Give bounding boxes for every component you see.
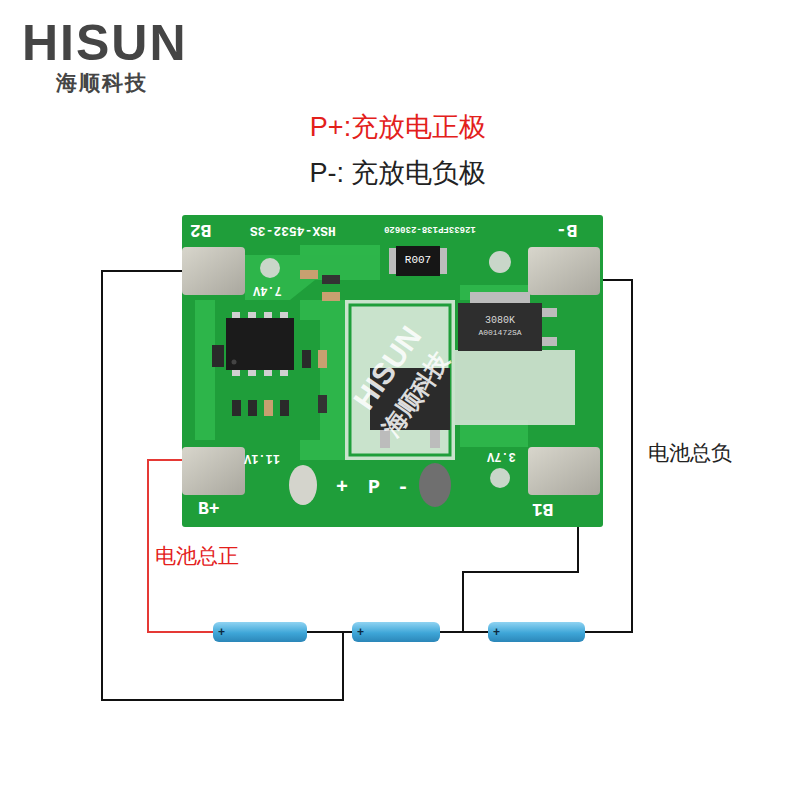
solder-pad <box>528 447 600 495</box>
copper-pour <box>345 300 455 460</box>
smd-part <box>318 395 327 413</box>
polarity-mark: + <box>218 626 225 638</box>
wire <box>585 280 632 632</box>
p-pad <box>419 463 451 507</box>
smd-part <box>232 400 241 416</box>
smd-part <box>212 270 340 416</box>
title-line: P-: 充放电负极 <box>309 160 486 187</box>
hole <box>260 258 280 278</box>
copper-trace <box>300 300 345 460</box>
solder-pad <box>182 447 245 495</box>
silkscreen-label: B+ <box>198 500 220 518</box>
shunt-resistor: R007 <box>396 246 440 276</box>
resistor-cap <box>439 248 447 274</box>
wire <box>440 631 488 633</box>
title-line: P+:充放电正极 <box>310 114 486 141</box>
mosfet <box>430 430 440 448</box>
smd-part <box>302 350 311 368</box>
smd-part <box>322 292 340 301</box>
mosfet-tab <box>541 337 557 346</box>
silkscreen-label: B- <box>556 221 578 239</box>
part-marking: R007 <box>405 255 431 266</box>
brand-name: 海顺科技 <box>56 72 148 93</box>
silkscreen-label: P <box>368 478 380 498</box>
silkscreen-label: 11.1V <box>244 452 280 464</box>
silkscreen-label: B2 <box>190 221 212 239</box>
solder-pad <box>528 247 600 295</box>
battery-cell: + <box>213 622 307 642</box>
silkscreen-label: 12633FP138-230620 <box>384 224 476 233</box>
silkscreen-label: HSX-4532-3S <box>250 224 336 237</box>
part-marking: 3080K <box>485 316 515 326</box>
silkscreen-label: - <box>397 478 409 498</box>
solder-pad <box>182 247 245 295</box>
hole <box>489 251 511 273</box>
wire <box>463 527 578 632</box>
wire-label: 电池总正 <box>155 545 239 566</box>
mosfet-tab <box>541 308 557 317</box>
ic-chip <box>226 312 294 376</box>
ic-chip <box>226 318 294 370</box>
smd-part <box>280 400 289 416</box>
copper-pour <box>455 350 575 425</box>
polarity-mark: + <box>357 626 364 638</box>
hole <box>490 468 510 488</box>
wire-label: 电池总负 <box>648 442 732 463</box>
smd-part <box>248 400 257 416</box>
wire <box>102 271 343 700</box>
p-pad <box>289 465 317 505</box>
wire <box>307 631 352 633</box>
silkscreen-label: 7.4V <box>253 284 282 296</box>
copper-trace <box>195 300 215 440</box>
silkscreen-label: 3.7V <box>487 450 516 462</box>
smd-part <box>264 400 273 416</box>
copper-trace <box>245 245 380 300</box>
part-marking: A001472SA <box>478 329 521 337</box>
brand-logo: HISUN <box>22 18 188 68</box>
silkscreen-label: B1 <box>532 500 554 518</box>
smd-part <box>318 350 327 368</box>
silkscreen-label: + <box>336 478 348 498</box>
mosfet: 3080K A001472SA <box>458 303 542 351</box>
pcb-board <box>182 215 603 527</box>
smd-part <box>212 345 224 367</box>
battery-cell: + <box>352 622 440 642</box>
battery-cell: + <box>488 622 585 642</box>
smd-part <box>300 270 318 279</box>
ic-chip <box>232 360 237 365</box>
polarity-mark: + <box>493 626 500 638</box>
smd-part <box>322 275 340 284</box>
